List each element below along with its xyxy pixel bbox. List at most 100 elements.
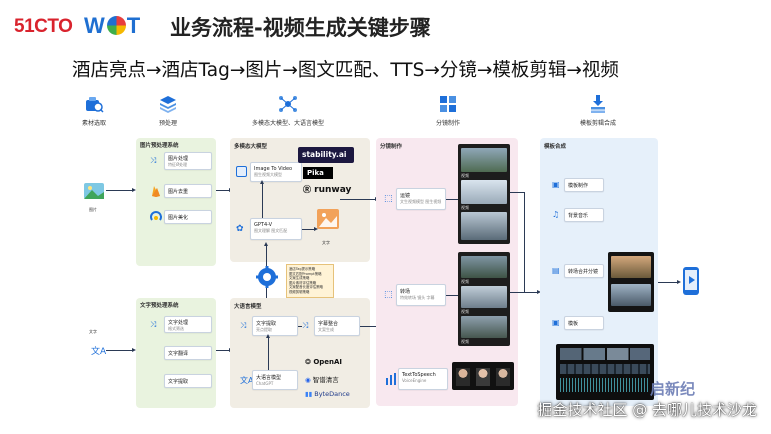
network-icon [279,96,297,112]
connector-line [216,350,230,351]
avatar [476,368,490,386]
connector-line [360,326,382,327]
connector-line [216,190,230,191]
storyboard-icon: ⬚ [384,194,393,204]
shuffle-icon: ⤨ [240,321,247,330]
transition-card: ⬚ 转场 特效转场 镜头 字幕 [384,284,446,306]
video-thumbnail [611,256,651,278]
image-input-icon [84,183,104,199]
text-preprocess-title: 文字预处理系统 [140,303,179,309]
grid-icon [440,96,456,112]
audio-bars-icon [386,373,396,385]
storyboard-icon: ⬚ [384,290,393,300]
music-icon: ♫ [552,210,560,219]
avatar [456,368,470,386]
text-preprocess-item: 文字提取 [164,374,212,388]
arrow-right-icon [132,348,136,352]
presenter-avatars [452,362,514,390]
connector-line [446,199,458,200]
col-header-material: 素材选取 [54,94,134,127]
page-title: 业务流程-视频生成关键步骤 [170,16,431,40]
audio-waveform [560,378,650,392]
output-preview [608,252,654,312]
merge-icon: ▤ [552,266,560,275]
arrow-up-icon [259,180,264,184]
arrow-right-icon [132,188,136,192]
image-preprocess-title: 图片预处理系统 [140,143,179,149]
image-preprocess-item: 图片去重 [150,182,212,200]
connector-line [266,288,267,304]
translate-icon: 文A [91,347,107,357]
shuffle-icon: ⤨ [150,156,157,165]
video-thumbnail [461,180,507,204]
arrow-up-icon [263,242,268,246]
prompt-strategy-note: 酒店Tag提示策略 图文匹配Prompt策略 文案生成策略 图片素材评估策略 文… [286,264,334,298]
openai-icon: ❂ [305,358,311,366]
gear-icon [256,266,278,288]
material-select-icon [86,97,104,113]
template-icon: ▣ [552,318,560,327]
timeline-clips [560,348,650,360]
firebase-icon [152,186,160,197]
text-to-preprocess-line [106,350,133,351]
connector-line [268,336,269,370]
gpt4v-card: ✿ GPT4-V 图文理解 图文匹配 [236,218,302,240]
zhipu-logo: ◉ 智谱清言 [305,376,339,384]
connector-line [524,192,525,292]
translate-icon: 文A [240,376,254,385]
arrow-right-icon [314,227,318,231]
arrow-right-icon [537,290,541,294]
video-thumbnail [461,286,507,308]
image-preprocess-item: 图片美化 [150,208,212,226]
tts-card: TextToSpeech VoiceEngine [386,368,448,390]
motion-card: ⬚ 运镜 文生视频模型 图生视频 [384,188,446,210]
bytedance-logo: ▮▮ ByteDance [305,390,350,398]
connector-line [446,295,458,296]
video-thumbnail [461,316,507,338]
connector-line [510,192,524,193]
template-make-card: ▣ 模板制作 [552,178,604,192]
bytedance-icon: ▮▮ [305,390,313,398]
phone-video-icon [683,267,699,295]
llm-model-card: 文A 大语言模型 ChatGPT [240,370,298,390]
video-thumbnail [461,212,507,240]
arrow-right-icon [677,280,681,284]
connector-line [298,326,302,327]
connector-line [302,229,316,230]
connector-line [658,282,678,283]
video-thumbnail [611,284,651,306]
connector-line [262,182,263,218]
subtitle-merge-card: ⤨ 字幕整合 文案生成 [302,316,360,336]
storyboard-title: 分镜制作 [380,144,403,150]
brand-qixinji: 启新纪 [650,380,696,398]
bgm-card: ♫ 背景音乐 [552,208,604,222]
video-thumbnail [461,256,507,278]
img2video-card: Image To Video 图生视频大模型 [236,162,302,182]
pika-logo: Pika [303,167,333,179]
text-preprocess-item: ⤨ 文字处理 格式筛选 [150,316,212,334]
template-title: 模板合成 [544,144,567,150]
compose-card: ▤ 转场合并分镜 [552,264,604,278]
connector-line [340,199,376,200]
image-preprocess-item: ⤨ 图片处理 特征Ø处理 [150,152,212,172]
enhance-icon [150,211,162,221]
image-input-label: 图片 [89,207,97,212]
layers-icon [160,96,176,113]
video-thumbnail [461,148,507,172]
video-icon [236,166,247,177]
text-preprocess-item: 文字翻译 [164,346,212,360]
template-card: ▣ 模板 [552,316,604,330]
template-icon: ▣ [552,180,560,189]
image-to-preprocess-line [106,190,133,191]
col-header-template: 模板剪辑合成 [558,94,638,127]
shuffle-icon: ⤨ [302,321,309,330]
logo-51cto: 51CTO [14,16,73,37]
openai-logo: ❂ OpenAI [305,358,343,366]
watermark: 掘金技术社区 @ 去哪儿技术沙龙 [537,401,757,419]
text-extract-card: ⤨ 文字提取 亮点提取 [240,316,298,336]
stability-ai-logo: stability.ai [298,147,354,163]
multimodal-title: 多模态大模型 [234,144,268,150]
avatar [496,368,510,386]
editor-timeline [556,344,654,400]
